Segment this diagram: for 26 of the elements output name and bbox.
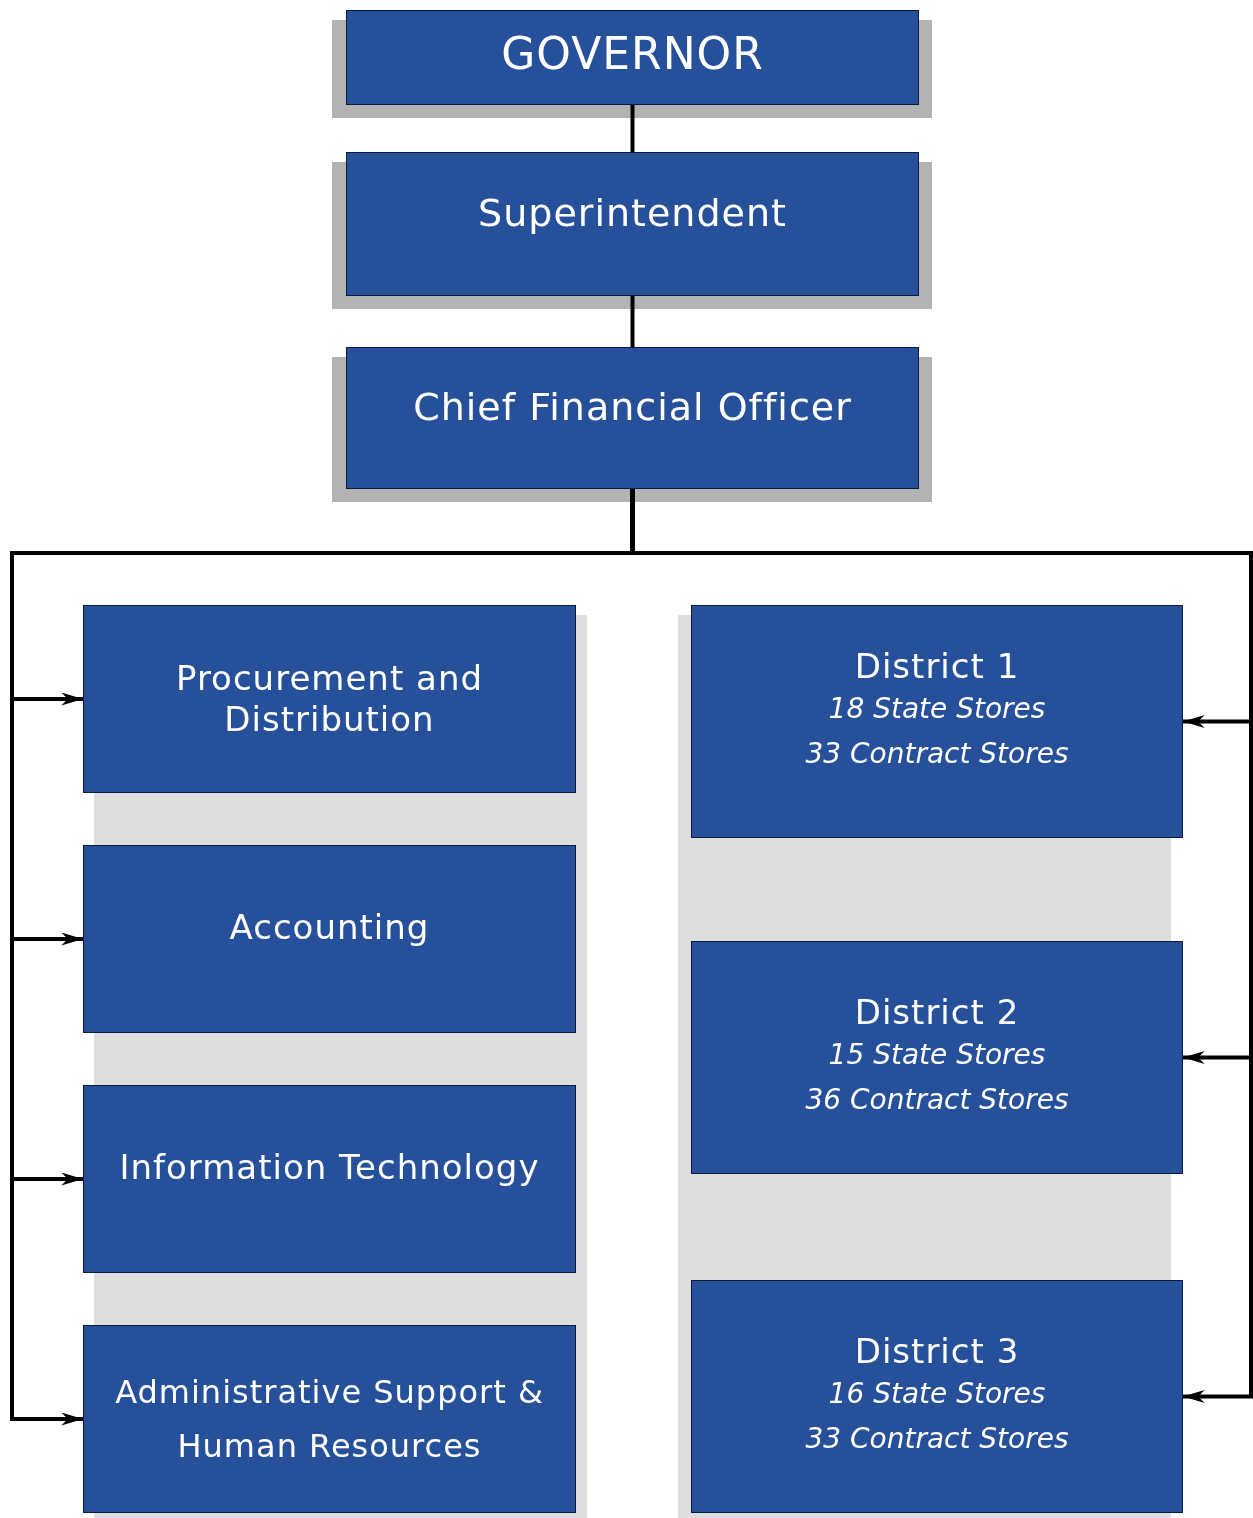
box-title: Superintendent xyxy=(478,191,787,237)
box-detail: 33 Contract Stores xyxy=(805,1420,1069,1457)
box-title: District 2 xyxy=(854,992,1020,1034)
org-box xyxy=(346,10,919,105)
box-title: Chief Financial Officer xyxy=(413,385,852,431)
org-box xyxy=(83,605,576,793)
org-box xyxy=(691,1280,1183,1513)
box-title: Procurement and Distribution xyxy=(175,658,484,740)
box-title: District 3 xyxy=(854,1331,1020,1373)
org-box xyxy=(346,152,919,296)
box-title: GOVERNOR xyxy=(501,28,764,81)
box-detail: 36 Contract Stores xyxy=(805,1081,1069,1118)
box-title: Administrative Support & Human Resources xyxy=(114,1371,545,1467)
org-box xyxy=(83,1085,576,1273)
box-detail: 33 Contract Stores xyxy=(805,735,1069,772)
org-box xyxy=(346,347,919,489)
org-box xyxy=(83,845,576,1033)
box-title: Information Technology xyxy=(119,1146,540,1188)
org-box xyxy=(691,941,1183,1174)
box-detail: 16 State Stores xyxy=(828,1376,1046,1413)
box-title: District 1 xyxy=(854,646,1020,688)
org-box xyxy=(691,605,1183,838)
box-detail: 15 State Stores xyxy=(828,1037,1046,1074)
org-box xyxy=(83,1325,576,1513)
box-detail: 18 State Stores xyxy=(828,691,1046,728)
box-title: Accounting xyxy=(229,906,430,948)
